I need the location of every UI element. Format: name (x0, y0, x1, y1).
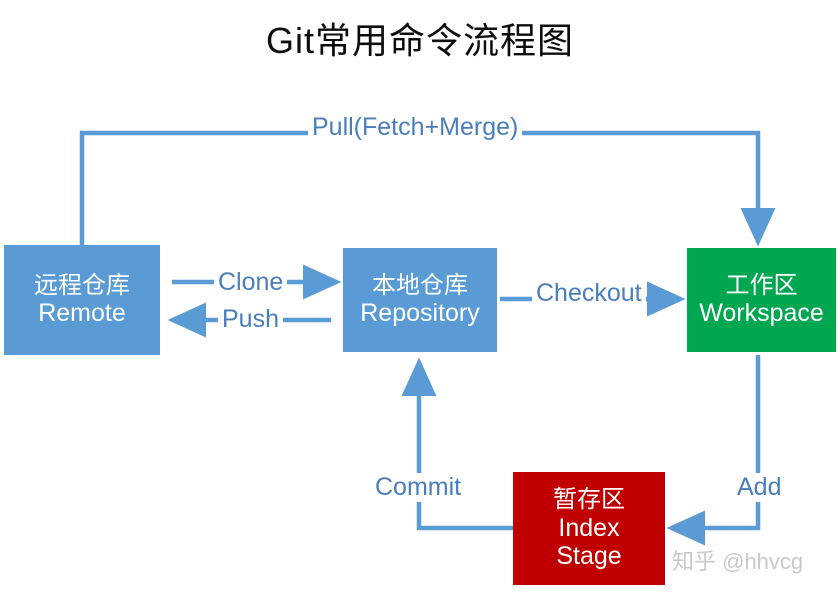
edge-label-commit: Commit (371, 473, 466, 502)
node-remote-line1: 远程仓库 (34, 271, 130, 299)
node-remote-line2: Remote (38, 299, 126, 328)
page-title: Git常用命令流程图 (265, 20, 574, 61)
edge-label-pull: Pull(Fetch+Merge) (308, 113, 523, 142)
edge-label-push: Push (218, 305, 283, 334)
node-index[interactable]: 暂存区 Index Stage (513, 472, 665, 585)
node-index-line1: 暂存区 (553, 486, 625, 514)
watermark: 知乎 @hhvcg (672, 549, 804, 574)
connector-pull (79, 130, 776, 247)
connector-commit (401, 357, 513, 531)
node-index-line3: Stage (556, 541, 622, 570)
node-workspace[interactable]: 工作区 Workspace (687, 248, 836, 352)
node-repository-line1: 本地仓库 (372, 271, 468, 299)
edge-label-clone: Clone (214, 268, 288, 297)
node-workspace-line1: 工作区 (725, 271, 798, 299)
connector-add (666, 355, 761, 546)
node-repository-line2: Repository (360, 299, 480, 328)
node-repository[interactable]: 本地仓库 Repository (343, 248, 497, 352)
node-index-line2: Index (558, 513, 620, 542)
node-workspace-line2: Workspace (699, 299, 824, 328)
node-remote[interactable]: 远程仓库 Remote (4, 245, 160, 355)
edge-label-add: Add (733, 473, 786, 502)
edge-label-checkout: Checkout (532, 279, 646, 308)
